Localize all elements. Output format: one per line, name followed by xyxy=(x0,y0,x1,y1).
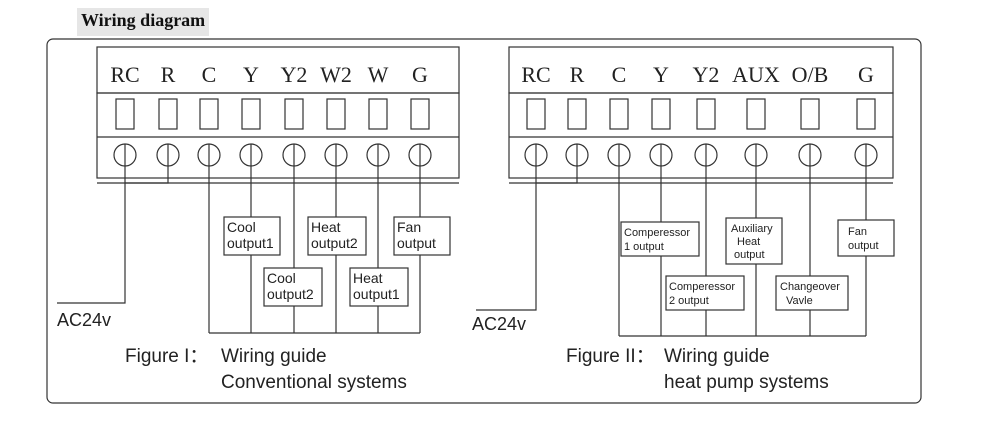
fig2-screws xyxy=(524,143,878,167)
fig2-slot xyxy=(567,98,587,130)
fig1-slot xyxy=(115,98,135,130)
fig1-output-cool2: Cool output2 xyxy=(263,267,323,307)
fig1-slot xyxy=(241,98,261,130)
fig2-slot xyxy=(746,98,766,130)
fig2-ac-wire xyxy=(476,166,537,311)
fig2-caption-line1: Wiring guide xyxy=(664,346,770,367)
fig1-terminal-block xyxy=(96,92,460,179)
svg-text:Auxiliary: Auxiliary xyxy=(731,223,773,235)
fig1-slot xyxy=(158,98,178,130)
fig2-terminal-r: R xyxy=(570,62,585,87)
fig1-output-fan: Fan output xyxy=(393,216,451,256)
fig1-screws xyxy=(113,143,432,167)
svg-text:Fan: Fan xyxy=(848,226,867,238)
fig2-terminal-y2: Y2 xyxy=(693,62,720,87)
fig1-terminal-y2: Y2 xyxy=(281,62,308,87)
svg-text:Changeover: Changeover xyxy=(780,281,840,293)
fig1-ac-label: AC24v xyxy=(57,310,111,330)
figure-2: RC R C Y Y2 AUX O/B G AC24v xyxy=(472,46,895,393)
fig2-output-auxiliary-heat: Auxiliary Heat output xyxy=(725,217,783,265)
svg-text:output2: output2 xyxy=(311,235,358,251)
fig2-output-compressor1: Comperessor 1 output xyxy=(620,221,700,257)
fig1-output-heat1: Heat output1 xyxy=(349,267,409,307)
page-heading: Wiring diagram xyxy=(77,8,210,36)
fig2-output-compressor2: Comperessor 2 output xyxy=(665,275,745,311)
svg-text:output1: output1 xyxy=(353,286,400,302)
fig2-rc-r-jumper xyxy=(536,166,578,184)
fig2-terminal-g: G xyxy=(858,62,874,87)
fig1-terminal-r: R xyxy=(161,62,176,87)
fig2-slot xyxy=(651,98,671,130)
fig1-label-strip xyxy=(96,46,460,94)
fig2-slot xyxy=(696,98,716,130)
fig2-terminal-rc: RC xyxy=(521,62,550,87)
outer-frame xyxy=(46,38,922,404)
fig2-ac-label: AC24v xyxy=(472,314,526,334)
fig1-slot xyxy=(199,98,219,130)
fig1-slot xyxy=(284,98,304,130)
svg-text:Heat: Heat xyxy=(737,236,760,248)
figure-1: RC R C Y Y2 W2 W G AC24v xyxy=(57,46,460,393)
svg-text:output1: output1 xyxy=(227,235,274,251)
fig2-terminal-ob: O/B xyxy=(792,62,829,87)
fig2-output-changeover-valve: Changeover Vavle xyxy=(775,275,849,311)
fig2-caption-prefix: Figure II： xyxy=(566,346,655,367)
fig1-slot xyxy=(410,98,430,130)
fig1-caption-line2: Conventional systems xyxy=(221,372,407,393)
svg-text:Heat: Heat xyxy=(353,270,383,286)
fig1-terminal-g: G xyxy=(412,62,428,87)
fig1-slot xyxy=(326,98,346,130)
fig2-slot xyxy=(609,98,629,130)
fig2-terminal-y: Y xyxy=(653,62,669,87)
fig1-ac-wire xyxy=(57,166,126,304)
fig2-terminal-block xyxy=(508,92,894,179)
svg-text:Cool: Cool xyxy=(227,219,256,235)
svg-text:Vavle: Vavle xyxy=(786,295,813,307)
fig1-terminal-c: C xyxy=(202,62,217,87)
svg-text:output2: output2 xyxy=(267,286,314,302)
svg-text:Comperessor: Comperessor xyxy=(624,227,690,239)
fig1-output-cool1: Cool output1 xyxy=(223,216,281,256)
fig1-caption-prefix: Figure I： xyxy=(125,346,208,367)
fig1-output-heat2: Heat output2 xyxy=(307,216,367,256)
fig1-terminal-y: Y xyxy=(243,62,259,87)
svg-text:output: output xyxy=(734,249,765,261)
fig1-terminal-w2: W2 xyxy=(320,62,352,87)
fig1-terminal-w: W xyxy=(368,62,389,87)
svg-text:Cool: Cool xyxy=(267,270,296,286)
svg-text:output: output xyxy=(848,240,879,252)
fig1-caption-line1: Wiring guide xyxy=(221,346,327,367)
svg-text:output: output xyxy=(397,235,436,251)
fig2-terminal-aux: AUX xyxy=(732,62,780,87)
fig2-output-fan: Fan output xyxy=(837,219,895,257)
fig1-slot xyxy=(368,98,388,130)
svg-text:Comperessor: Comperessor xyxy=(669,281,735,293)
fig1-terminal-rc: RC xyxy=(110,62,139,87)
fig2-terminal-c: C xyxy=(612,62,627,87)
fig2-slot xyxy=(526,98,546,130)
svg-text:Fan: Fan xyxy=(397,219,421,235)
svg-text:Heat: Heat xyxy=(311,219,341,235)
fig1-rc-r-jumper xyxy=(125,166,169,184)
fig2-caption-line2: heat pump systems xyxy=(664,372,829,393)
fig2-slot xyxy=(856,98,876,130)
svg-text:1 output: 1 output xyxy=(624,241,664,253)
svg-text:2 output: 2 output xyxy=(669,295,709,307)
fig2-slot xyxy=(800,98,820,130)
